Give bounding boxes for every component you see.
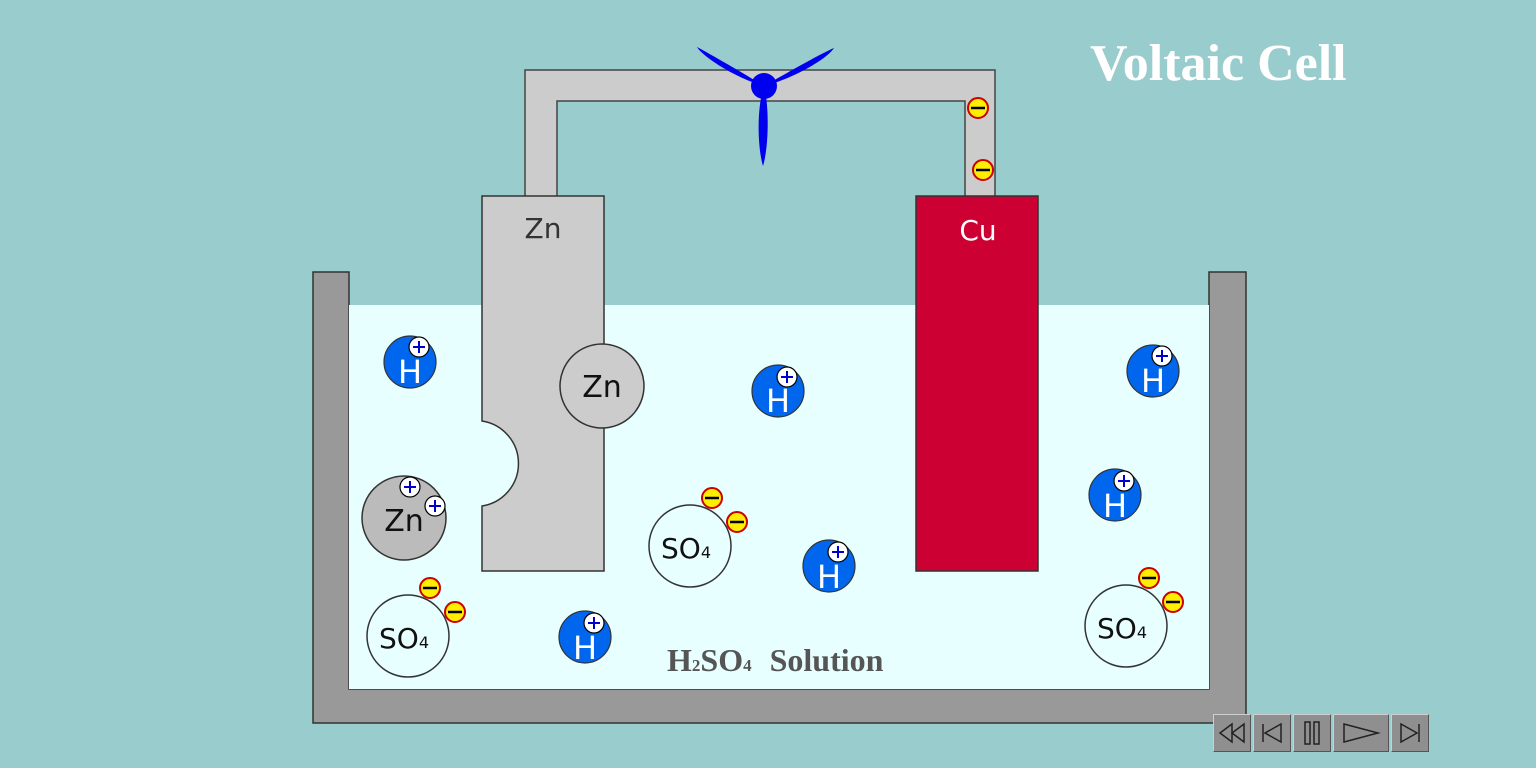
sulfate-ion: SO4 (1084, 567, 1184, 668)
svg-text:Zn: Zn (582, 370, 622, 405)
copper-electrode (915, 195, 1039, 572)
electron (972, 159, 994, 181)
fan-icon (697, 47, 834, 166)
hydrogen-ion: H (1088, 468, 1142, 525)
plus-charge-icon (408, 336, 430, 358)
hydrogen-ion: H (802, 539, 856, 596)
plus-charge-icon (583, 612, 605, 634)
plus-charge-icon (776, 366, 798, 388)
minus-charge-icon (444, 601, 466, 623)
skip-back-icon (1262, 722, 1282, 744)
zinc-ion: Zn (361, 475, 447, 561)
plus-charge-icon (1113, 470, 1135, 492)
svg-text:Zn: Zn (384, 504, 424, 539)
sulfate-ion: SO4 (648, 487, 748, 588)
hydrogen-ion: H (383, 335, 437, 391)
skip-forward-icon (1400, 722, 1420, 744)
sulfate-ion: SO4 (366, 577, 466, 678)
rewind-icon (1218, 722, 1245, 744)
pause-button[interactable] (1293, 714, 1331, 752)
svg-text:SO4: SO4 (379, 622, 429, 655)
solution-liquid (349, 305, 1209, 689)
previous-button[interactable] (1253, 714, 1291, 752)
rewind-button[interactable] (1213, 714, 1251, 752)
svg-text:H: H (398, 353, 422, 391)
minus-charge-icon (419, 577, 441, 599)
pause-icon (1304, 721, 1320, 745)
plus-charge-icon (399, 476, 421, 498)
svg-text:H: H (1141, 362, 1165, 400)
svg-text:H: H (766, 382, 790, 420)
minus-charge-icon (701, 487, 723, 509)
plus-charge-icon (827, 541, 849, 563)
svg-text:H: H (573, 629, 597, 667)
playback-controls (1213, 714, 1429, 752)
copper-electrode-label: Cu (959, 214, 996, 247)
svg-text:SO4: SO4 (661, 532, 711, 565)
next-button[interactable] (1391, 714, 1429, 752)
zinc-atom: Zn (559, 343, 645, 429)
hydrogen-ion: H (751, 364, 805, 420)
play-icon (1343, 723, 1381, 743)
svg-text:H: H (817, 558, 841, 596)
svg-text:H: H (1103, 487, 1127, 525)
minus-charge-icon (1138, 567, 1160, 589)
plus-charge-icon (424, 495, 446, 517)
zinc-electrode-label: Zn (525, 212, 562, 245)
plus-charge-icon (1151, 345, 1173, 367)
minus-charge-icon (1162, 591, 1184, 613)
minus-charge-icon (726, 511, 748, 533)
play-button[interactable] (1333, 714, 1389, 752)
zinc-electrode (481, 195, 605, 572)
hydrogen-ion: H (558, 610, 612, 667)
hydrogen-ion: H (1126, 344, 1180, 400)
electron (967, 97, 989, 119)
svg-text:SO4: SO4 (1097, 612, 1147, 645)
page-title: Voltaic Cell (1090, 35, 1347, 92)
